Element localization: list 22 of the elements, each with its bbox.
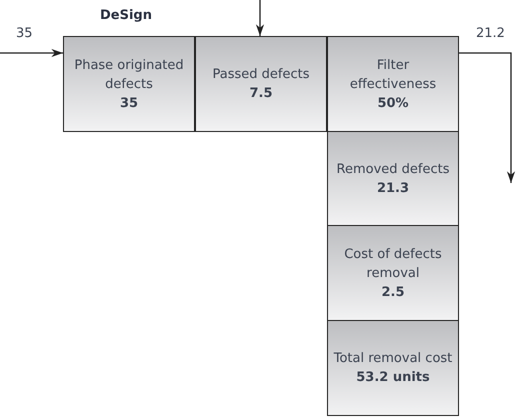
box-label: Filter effectiveness (348, 56, 438, 94)
box-label: Phase originated defects (73, 56, 185, 94)
box-value: 2.5 (381, 284, 405, 302)
process-box (63, 36, 195, 132)
arrow (256, 0, 264, 36)
process-box (327, 320, 459, 416)
box-label: Cost of defects removal (343, 246, 443, 282)
box-value: 50% (377, 94, 409, 112)
process-box (327, 36, 459, 132)
arrow (459, 52, 516, 183)
box-value: 53.2 units (356, 369, 430, 387)
box-value: 35 (120, 94, 138, 112)
process-box (195, 36, 327, 132)
process-box (327, 225, 459, 321)
box-label: Passed defects (212, 66, 310, 84)
box-label: Removed defects (336, 160, 450, 178)
arrow (0, 48, 63, 58)
box-value: 7.5 (249, 85, 273, 103)
process-box (327, 131, 459, 226)
box-label: Total removal cost (334, 350, 452, 368)
diagram-title: DeSign (100, 8, 152, 23)
box-value: 21.3 (376, 180, 410, 198)
